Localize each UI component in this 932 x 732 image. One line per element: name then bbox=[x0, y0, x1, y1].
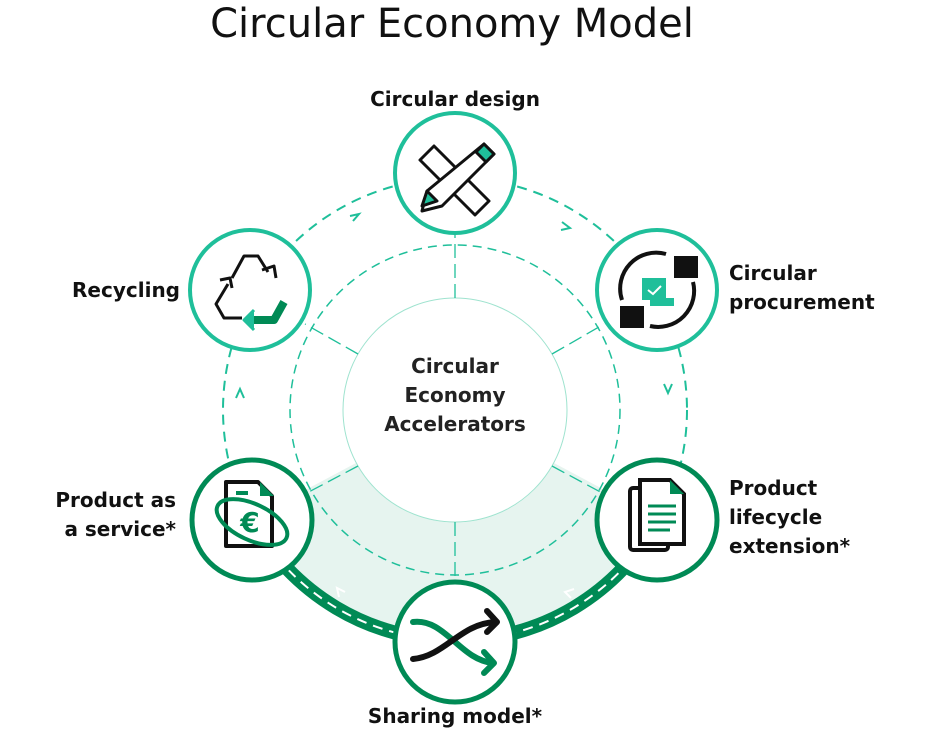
center-label: Circular Economy Accelerators bbox=[384, 354, 526, 436]
recycle-icon bbox=[214, 254, 288, 332]
crossing-arrows-icon bbox=[410, 608, 500, 676]
svg-text:Economy: Economy bbox=[404, 383, 505, 407]
svg-text:extension*: extension* bbox=[729, 534, 851, 558]
spokes bbox=[304, 218, 605, 582]
inner-circle bbox=[342, 297, 568, 523]
svg-text:lifecycle: lifecycle bbox=[729, 505, 822, 529]
svg-text:Product: Product bbox=[729, 476, 818, 500]
node-circular-design[interactable]: Circular design bbox=[370, 87, 540, 235]
svg-text:Circular: Circular bbox=[411, 354, 499, 378]
euro-document-icon: € bbox=[214, 480, 290, 548]
node-circular-procurement[interactable]: Circular procurement bbox=[595, 228, 875, 352]
diagram-title: Circular Economy Model bbox=[210, 1, 694, 47]
highlight-arc-dashes bbox=[250, 518, 660, 642]
flow-arrows-white bbox=[335, 586, 575, 599]
svg-text:a service*: a service* bbox=[64, 517, 176, 541]
node-product-lifecycle-extension[interactable]: Product lifecycle extension* bbox=[594, 457, 851, 583]
svg-text:Product as: Product as bbox=[55, 488, 176, 512]
node-product-as-a-service[interactable]: € Product as a service* bbox=[55, 457, 315, 583]
pencil-ruler-icon bbox=[418, 142, 496, 217]
svg-text:Circular: Circular bbox=[729, 261, 817, 285]
svg-text:Sharing model*: Sharing model* bbox=[368, 704, 543, 728]
procurement-cycle-icon bbox=[618, 250, 698, 329]
svg-text:procurement: procurement bbox=[729, 290, 875, 314]
svg-text:Recycling: Recycling bbox=[72, 278, 180, 302]
node-sharing-model[interactable]: Sharing model* bbox=[368, 579, 543, 728]
documents-icon bbox=[628, 478, 686, 552]
svg-text:Circular design: Circular design bbox=[370, 87, 540, 111]
node-recycling[interactable]: Recycling bbox=[72, 228, 312, 352]
flow-arrows bbox=[235, 212, 673, 399]
svg-text:Accelerators: Accelerators bbox=[384, 412, 526, 436]
svg-text:€: € bbox=[239, 506, 259, 539]
